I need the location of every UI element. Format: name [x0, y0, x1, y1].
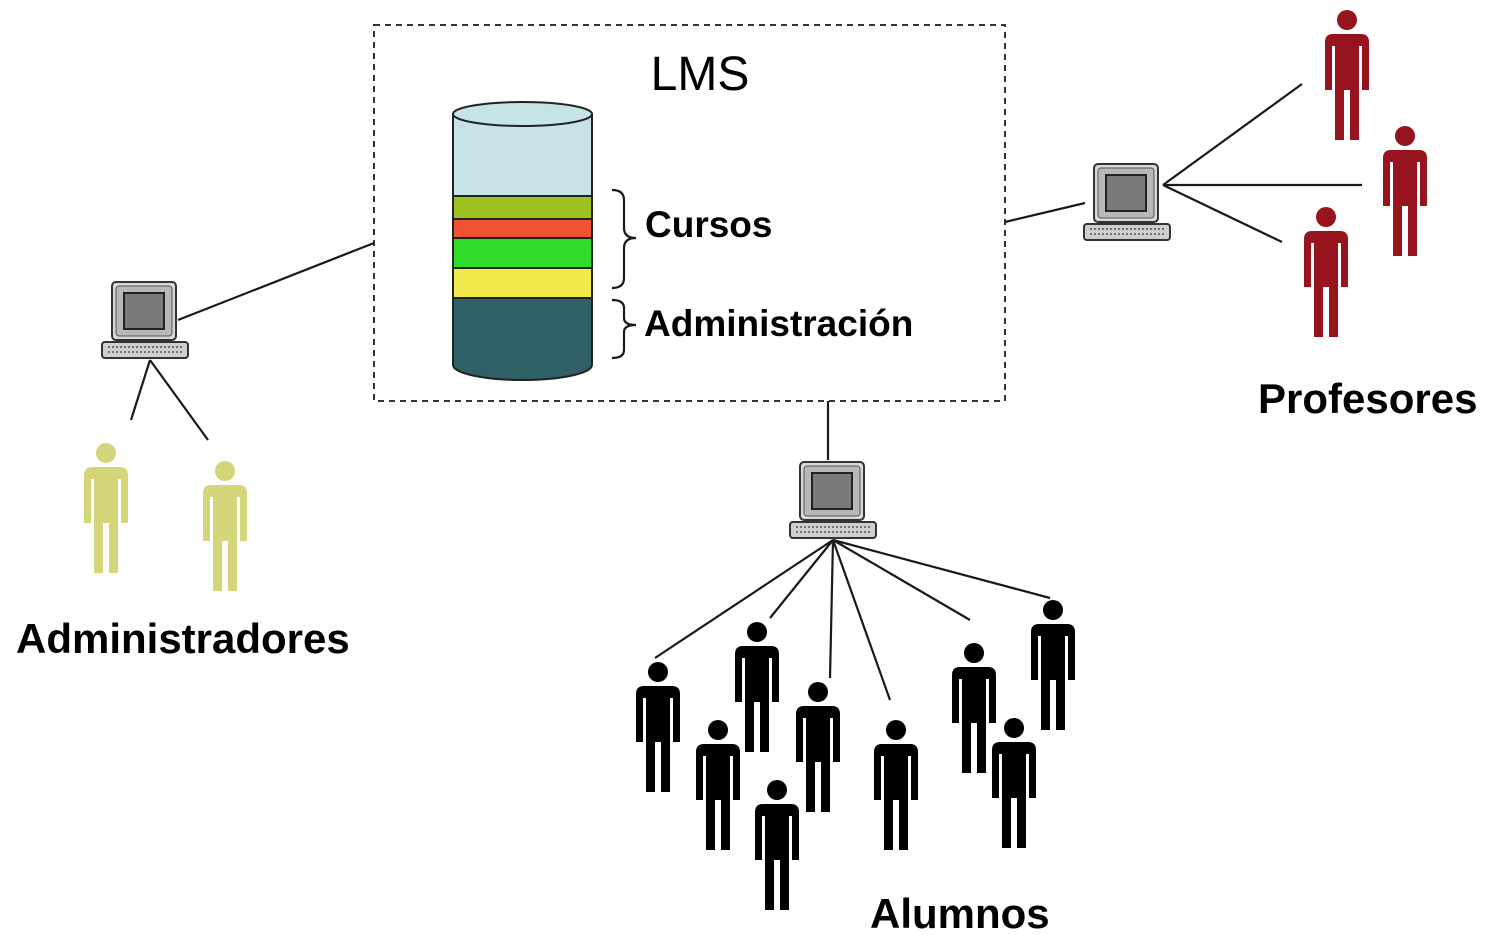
- layer-admin: [452, 297, 593, 381]
- teacher-person-icon: [1383, 126, 1427, 256]
- link-teachers-lms: [1004, 201, 1086, 224]
- student-person-icon: [952, 643, 996, 773]
- layer-green: [452, 237, 593, 269]
- layer-top: [452, 113, 593, 197]
- teachers-label: Profesores: [1258, 375, 1477, 422]
- layer-red: [452, 218, 593, 239]
- admin-person-icon: [203, 461, 247, 591]
- student-person-icon: [874, 720, 918, 850]
- courses-label: Cursos: [645, 204, 772, 245]
- link-student-pc-3: [828, 539, 835, 679]
- admin-person-icon: [84, 443, 128, 573]
- layer-yellow: [452, 267, 593, 299]
- student-person-icon: [696, 720, 740, 850]
- admins-group: [84, 443, 247, 591]
- teachers-group: [1304, 10, 1427, 337]
- student-person-icon: [735, 622, 779, 752]
- courses-brace: [611, 188, 637, 290]
- link-student-pc-6: [832, 538, 1051, 600]
- link-student-pc-5: [832, 539, 971, 621]
- link-student-pc-2: [769, 539, 834, 619]
- student-person-icon: [1031, 600, 1075, 730]
- link-admin-pc-2: [149, 359, 209, 441]
- student-person-icon: [992, 718, 1036, 848]
- admin-computer-icon: [101, 281, 189, 359]
- students-group: [636, 600, 1075, 910]
- teacher-person-icon: [1304, 207, 1348, 337]
- layer-olive: [452, 195, 593, 220]
- teacher-person-icon: [1325, 10, 1369, 140]
- database-cylinder: [452, 101, 593, 381]
- cylinder-cap: [452, 101, 593, 127]
- admins-label: Administradores: [16, 615, 350, 662]
- link-teacher-pc-3: [1162, 184, 1283, 243]
- lms-title: LMS: [651, 48, 750, 101]
- admin-brace: [611, 298, 637, 360]
- student-person-icon: [755, 780, 799, 910]
- teachers-computer-icon: [1083, 163, 1171, 241]
- link-admin-pc-1: [129, 359, 152, 421]
- students-label: Alumnos: [870, 890, 1050, 935]
- link-teacher-pc-1: [1162, 83, 1303, 186]
- link-student-pc-1: [654, 539, 834, 659]
- student-person-icon: [636, 662, 680, 792]
- lms-boundary: [373, 24, 1006, 402]
- link-admin-lms: [177, 241, 375, 322]
- students-computer-icon: [789, 461, 877, 539]
- administration-label: Administración: [644, 303, 913, 344]
- student-person-icon: [796, 682, 840, 812]
- link-student-pc-4: [831, 539, 892, 701]
